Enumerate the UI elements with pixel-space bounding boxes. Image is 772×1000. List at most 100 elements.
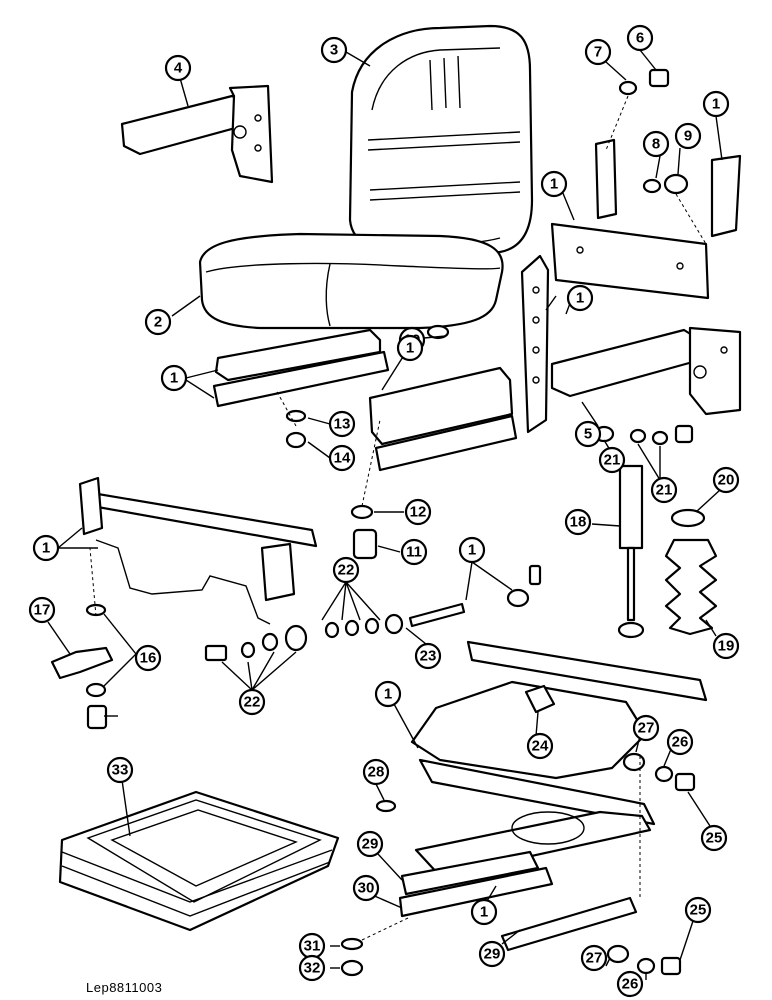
callout-number: 29: [484, 946, 501, 963]
callout-number: 17: [34, 602, 51, 619]
callout-number: 21: [656, 482, 673, 499]
callout-17: 17: [28, 596, 56, 624]
callout-12: 12: [404, 498, 432, 526]
callout-1: 1: [702, 90, 730, 118]
callout-1: 1: [540, 170, 568, 198]
callout-16: 16: [134, 644, 162, 672]
callout-22: 22: [238, 688, 266, 716]
callout-4: 4: [164, 54, 192, 82]
callout-1: 1: [458, 536, 486, 564]
callout-number: 33: [112, 762, 129, 779]
seat-slide-rails: [212, 328, 518, 472]
callout-18: 18: [564, 508, 592, 536]
callout-number: 26: [622, 976, 639, 993]
callout-31: 31: [298, 932, 326, 960]
callout-1: 1: [374, 680, 402, 708]
rubber-bellows: [664, 538, 718, 636]
callout-9: 9: [674, 122, 702, 150]
callout-number: 5: [584, 426, 592, 443]
callout-number: 1: [170, 370, 178, 387]
callout-26: 26: [666, 728, 694, 756]
callout-3: 3: [320, 36, 348, 64]
callout-21: 21: [598, 446, 626, 474]
callout-number: 13: [334, 416, 351, 433]
callout-number: 25: [690, 902, 707, 919]
callout-number: 6: [636, 30, 644, 47]
gas-spring: [617, 464, 645, 639]
callout-33: 33: [106, 756, 134, 784]
fasteners: [50, 68, 696, 977]
callout-number: 1: [384, 686, 392, 703]
callout-7: 7: [584, 38, 612, 66]
callout-1: 1: [32, 534, 60, 562]
callout-number: 1: [42, 540, 50, 557]
callout-number: 8: [652, 136, 660, 153]
callout-24: 24: [526, 732, 554, 760]
callout-number: 22: [244, 694, 261, 711]
callout-8: 8: [642, 130, 670, 158]
callout-28: 28: [362, 758, 390, 786]
seat-cushion: [198, 232, 504, 330]
callout-27: 27: [632, 714, 660, 742]
callout-number: 1: [480, 904, 488, 921]
callout-number: 32: [304, 960, 321, 977]
assembly-guide-lines: [89, 95, 707, 941]
callout-number: 9: [684, 128, 692, 145]
callout-number: 1: [712, 96, 720, 113]
callout-29: 29: [356, 830, 384, 858]
callout-1: 1: [470, 898, 498, 926]
side-support-plate: [520, 254, 550, 434]
callout-14: 14: [328, 444, 356, 472]
callout-number: 27: [586, 950, 603, 967]
callout-number: 28: [368, 764, 385, 781]
callout-number: 29: [362, 836, 379, 853]
callout-number: 18: [570, 514, 587, 531]
callout-1: 1: [566, 284, 594, 312]
seat-backrest: [348, 24, 534, 258]
callout-number: 14: [334, 450, 351, 467]
callout-25: 25: [700, 824, 728, 852]
callout-number: 1: [468, 542, 476, 559]
callout-number: 22: [338, 562, 355, 579]
suspension-frame-upper: [78, 476, 318, 625]
callout-21: 21: [650, 476, 678, 504]
armrest-left: [120, 84, 274, 184]
callout-27: 27: [580, 944, 608, 972]
callout-number: 16: [140, 650, 157, 667]
figure-reference-code: Lep8811003: [86, 980, 163, 995]
callout-29: 29: [478, 940, 506, 968]
suspension-scissor: [398, 640, 708, 952]
callout-22: 22: [332, 556, 360, 584]
callout-26: 26: [616, 970, 644, 998]
callout-13: 13: [328, 410, 356, 438]
callout-number: 24: [532, 738, 549, 755]
callout-number: 25: [706, 830, 723, 847]
callout-11: 11: [400, 538, 428, 566]
callout-number: 30: [358, 880, 375, 897]
callout-number: 19: [718, 638, 735, 655]
callout-leaders: [47, 49, 723, 980]
callout-number: 4: [174, 60, 183, 77]
callout-number: 26: [672, 734, 689, 751]
callout-number: 21: [604, 452, 621, 469]
callout-number: 27: [638, 720, 655, 737]
callout-number: 7: [594, 44, 602, 61]
callout-number: 12: [410, 504, 427, 521]
callout-number: 11: [406, 544, 422, 561]
callout-number: 23: [420, 648, 437, 665]
callout-30: 30: [352, 874, 380, 902]
callout-number: 20: [718, 472, 735, 489]
callout-23: 23: [414, 642, 442, 670]
armrest-bracket-plates: [550, 138, 742, 300]
callout-number: 3: [330, 42, 338, 59]
callout-1: 1: [160, 364, 188, 392]
callout-6: 6: [626, 24, 654, 52]
callout-19: 19: [712, 632, 740, 660]
armrest-right: [550, 326, 742, 416]
callout-number: 1: [576, 290, 584, 307]
callout-1: 1: [396, 334, 424, 362]
seat-base-pad: [58, 790, 340, 932]
callout-2: 2: [144, 308, 172, 336]
